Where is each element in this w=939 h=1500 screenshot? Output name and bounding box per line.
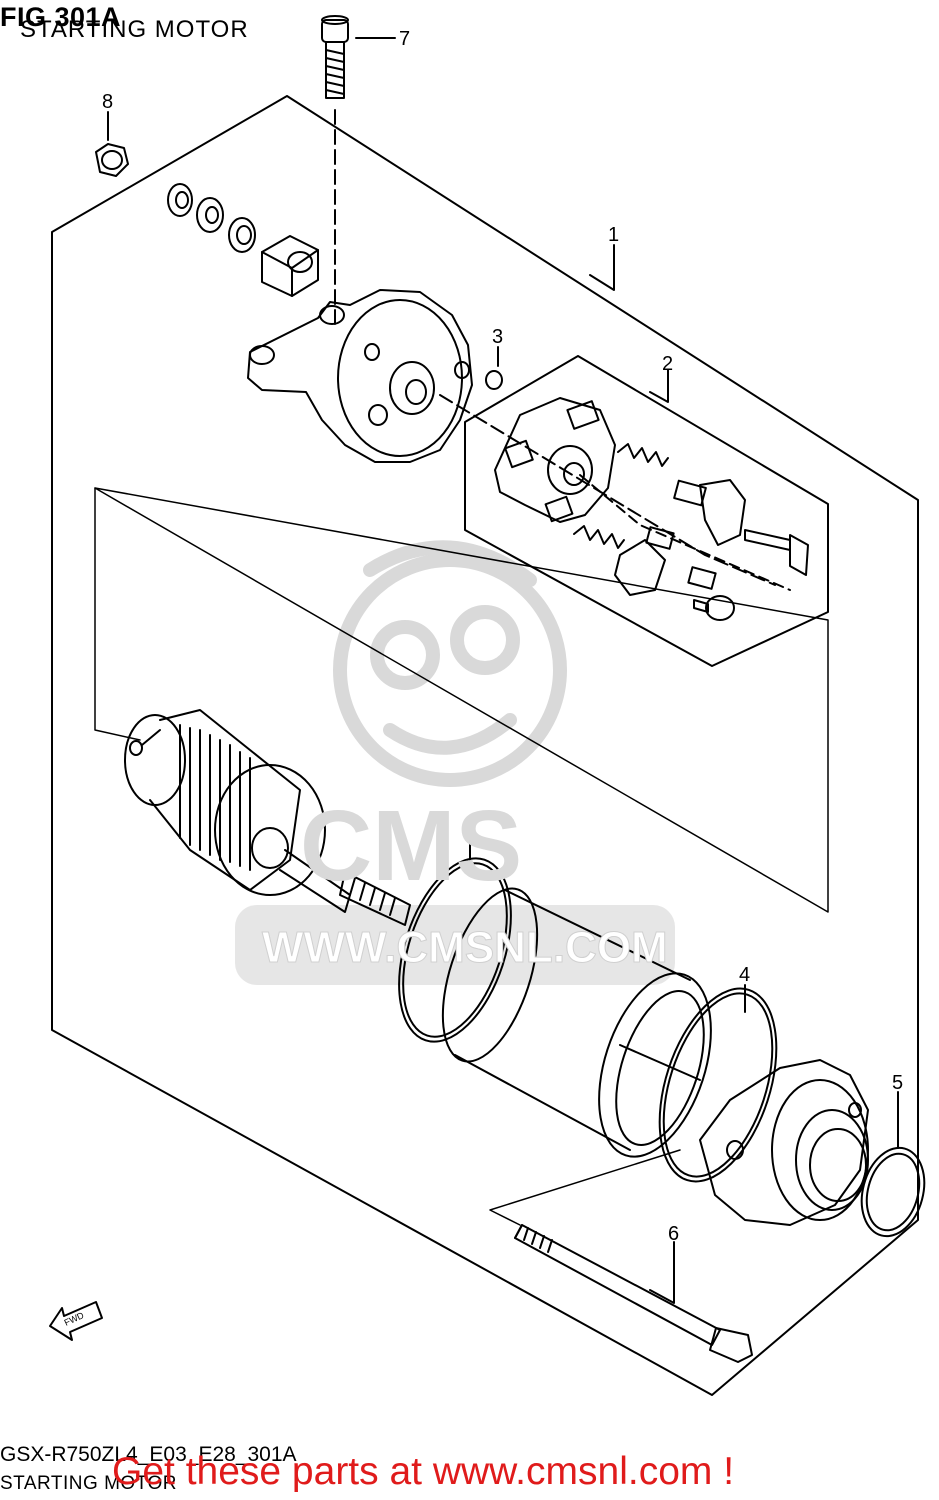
callout-8: 8 [102, 91, 113, 113]
screw-icon [693, 595, 735, 621]
callout-2: 2 [662, 353, 673, 375]
figure-title: FIG 301A [0, 2, 122, 32]
callout-1: 1 [608, 224, 619, 246]
through-bolt-6-icon [514, 1224, 753, 1363]
armature-icon [124, 709, 411, 926]
fwd-arrow-icon [49, 1301, 103, 1341]
washer-stack-icon [167, 183, 256, 253]
terminal-insulator-icon [261, 235, 319, 297]
footer-subtitle: STARTING MOTOR [0, 1473, 177, 1494]
callout-3: 3 [492, 326, 503, 348]
watermark-url-plate [235, 905, 675, 985]
assembly-outline-armature [94, 487, 829, 913]
model-code: GSX-R750ZL4_E03_E28_301A [0, 1443, 297, 1466]
assembly-outline-2 [464, 355, 829, 667]
figure-subtitle: STARTING MOTOR [20, 16, 249, 43]
watermark-logo-text: CMS [300, 790, 522, 902]
cms-watermark-logo [333, 540, 567, 787]
assembly-outline-1 [51, 95, 919, 1396]
oring-5-icon [860, 1146, 926, 1238]
yoke-housing-icon [441, 887, 712, 1158]
oring-4b-icon [658, 987, 778, 1183]
front-cover-icon [699, 1059, 869, 1226]
terminal-bolt-icon [744, 529, 809, 576]
brush-holder-icon [494, 397, 616, 523]
callout-4b: 4 [739, 964, 750, 986]
watermark-url-text: WWW.CMSNL.COM [262, 923, 668, 972]
oring-4a-icon [398, 857, 512, 1043]
callout-5: 5 [892, 1072, 903, 1094]
callout-4a: 4 [464, 817, 475, 839]
bolt-7-icon [321, 15, 349, 99]
oring-3-icon [485, 370, 503, 390]
promo-link[interactable]: Get these parts at www.cmsnl.com ! [112, 1450, 735, 1493]
nut-8-icon [95, 143, 129, 177]
motor-end-cover-icon [247, 289, 473, 463]
callout-7: 7 [399, 28, 410, 50]
spring-icon [573, 443, 669, 549]
callout-6: 6 [668, 1223, 679, 1245]
brush-icon [614, 479, 746, 596]
